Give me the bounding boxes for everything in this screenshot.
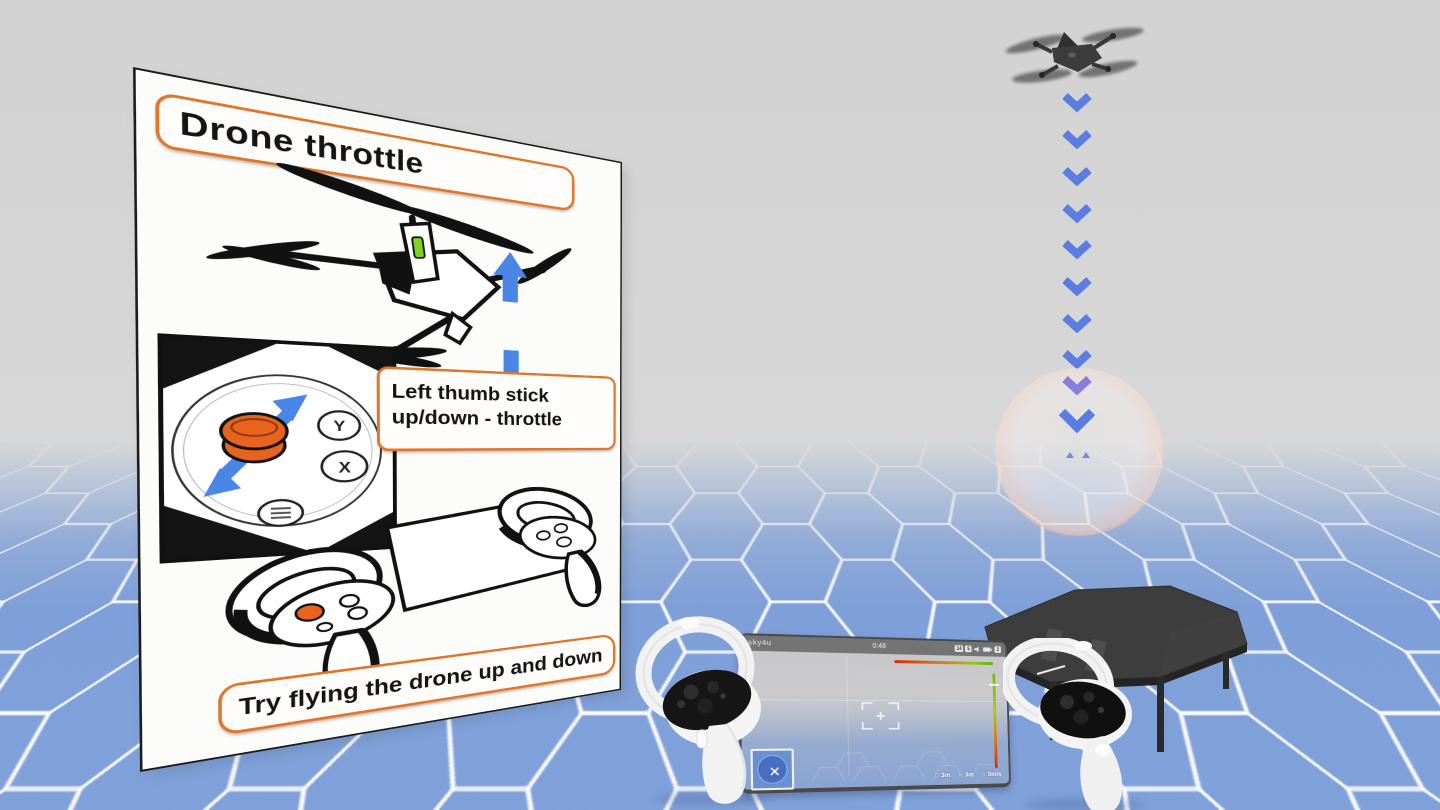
menu-button (677, 700, 685, 708)
waypoint-chevron (1062, 167, 1092, 187)
camera-reticle (860, 700, 901, 732)
vr-controller-right (1003, 638, 1148, 810)
waypoint-marks (1062, 450, 1094, 460)
flight-stats: D:3m H:3m S:0m/s (935, 763, 1002, 782)
thumbstick (684, 685, 699, 700)
waypoint-chevron (1062, 277, 1092, 297)
heading-gradient-bar (894, 660, 993, 665)
waypoint-chevron (1062, 240, 1092, 260)
waypoint-chevron (1058, 408, 1096, 434)
y-button (707, 681, 719, 693)
waypoint-chevron (1062, 93, 1092, 113)
waypoint-chevron (1062, 314, 1092, 334)
a-button (1074, 710, 1089, 725)
waypoint-chevron (1062, 376, 1092, 396)
altitude-tick (989, 684, 999, 686)
b-button (1084, 692, 1095, 703)
waypoint-chevron (1062, 204, 1092, 224)
x-button (698, 699, 713, 714)
drone-tablet: sky4u 0:48 14 5 2 (738, 633, 1011, 794)
y-button-label: Y (333, 418, 345, 435)
stat-speed: S:0m/s (982, 763, 1002, 781)
instruction-text: Left thumb stick up/down - throttle (392, 380, 562, 430)
drone-status-light (412, 237, 425, 258)
stat-height: H:3m (959, 764, 974, 782)
target-drone (1000, 14, 1150, 96)
waypoint-chevron (1062, 350, 1092, 370)
thumbstick (1060, 695, 1074, 709)
waypoint-chevron (1062, 130, 1092, 150)
landing-pad-leg (1157, 677, 1164, 752)
flight-timer: 0:48 (740, 639, 1005, 653)
x-button-label: X (338, 458, 351, 476)
tutorial-board: Drone throttle (133, 67, 622, 772)
vr-controller-left (633, 612, 773, 804)
stat-distance: D:3m (935, 764, 951, 782)
instruction-box: Left thumb stick up/down - throttle (377, 366, 616, 451)
